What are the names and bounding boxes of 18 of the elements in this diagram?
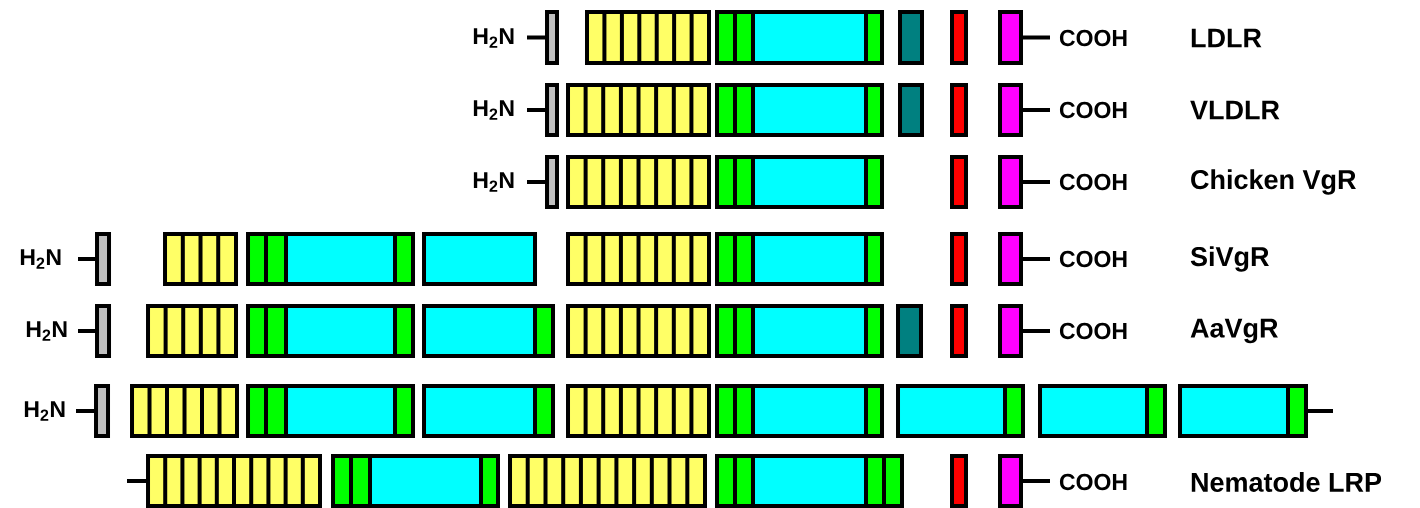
terminus-label: H$_{2}$N: [473, 172, 514, 192]
terminus-label: COOH: [1059, 250, 1127, 268]
terminus-label: H$_{2}$N: [24, 401, 65, 421]
terminus-label: COOH: [1059, 29, 1127, 47]
terminus-label: H$_{2}$N: [473, 100, 514, 120]
terminus-label: COOH: [1059, 473, 1127, 491]
protein-name: Chicken VgR: [1191, 169, 1356, 195]
protein-name: Nematode LRP: [1191, 472, 1382, 492]
protein-name: SiVgR: [1190, 246, 1269, 272]
terminus-label: COOH: [1059, 173, 1127, 191]
terminus-label: COOH: [1059, 322, 1127, 340]
terminus-label: COOH: [1059, 101, 1127, 119]
protein-name: VLDLR: [1190, 100, 1280, 120]
protein-name: LDLR: [1191, 28, 1262, 48]
terminus-label: H$_{2}$N: [20, 249, 61, 269]
terminus-label: H$_{2}$N: [26, 321, 67, 341]
terminus-label: H$_{2}$N: [473, 28, 514, 48]
protein-name: AaVgR: [1190, 318, 1278, 344]
